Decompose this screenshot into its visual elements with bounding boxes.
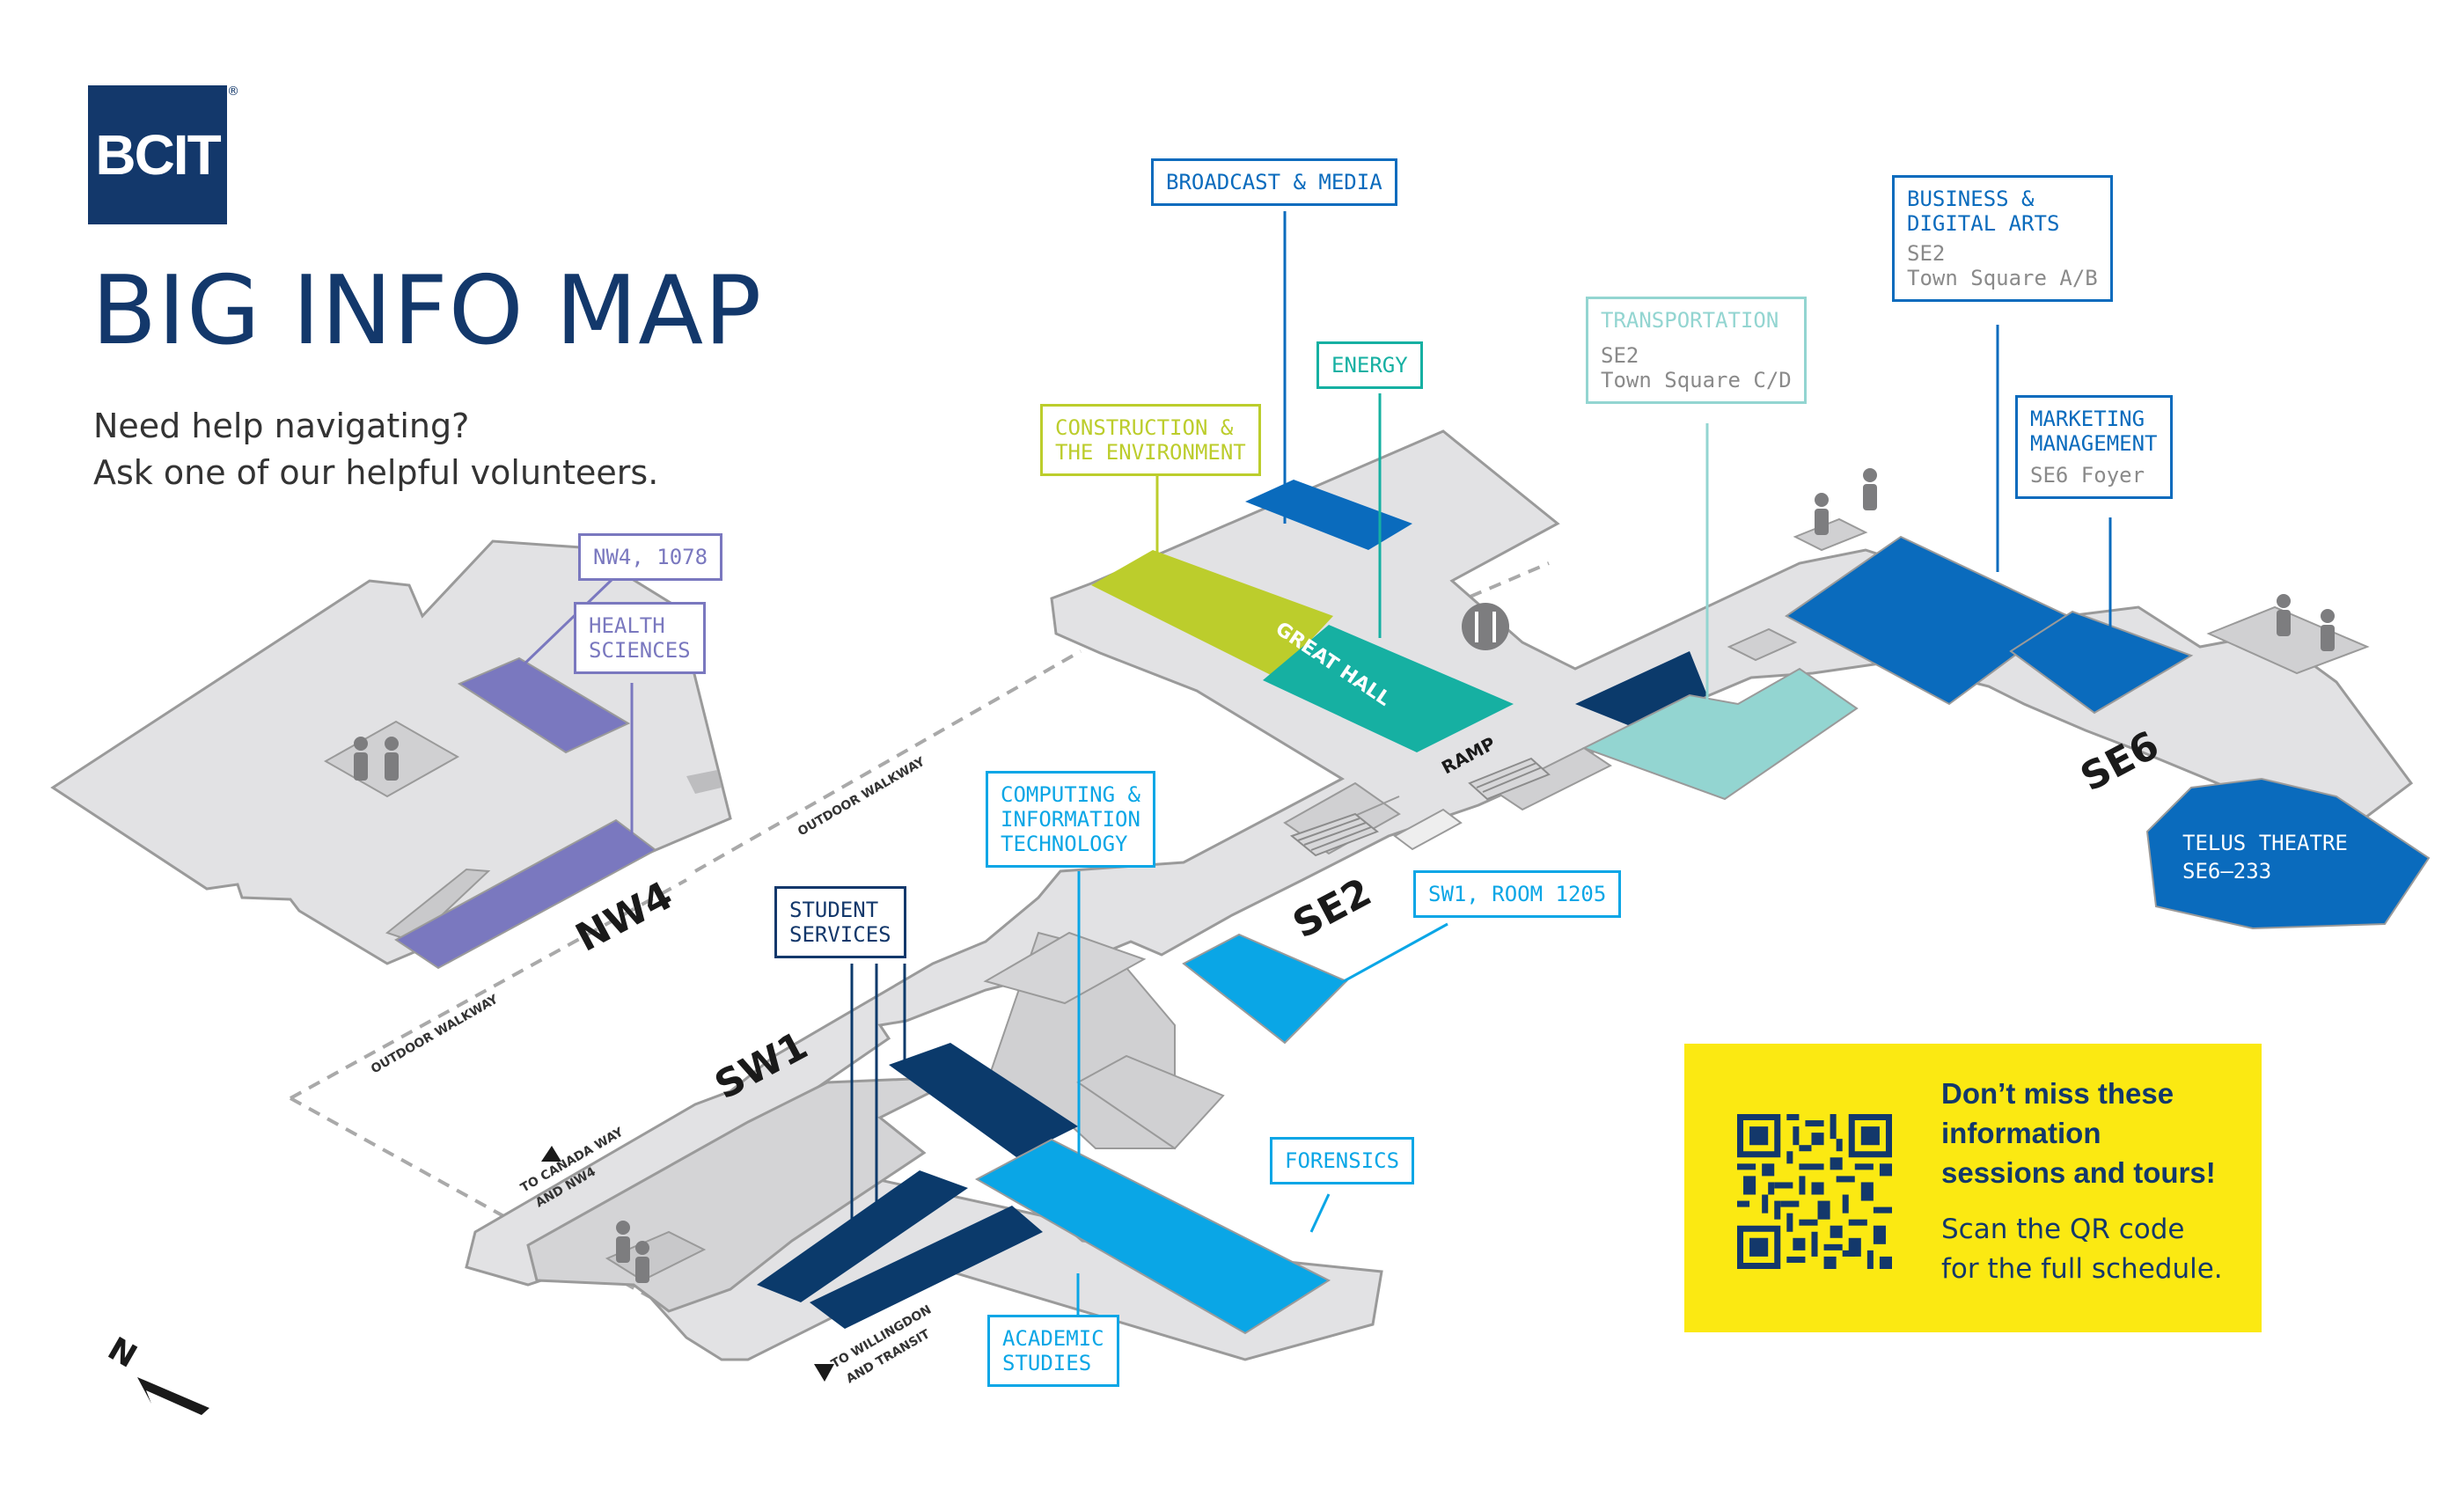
business-line-1: BUSINESS & — [1907, 187, 2035, 211]
promo-heading-line-3: sessions and tours! — [1941, 1156, 2216, 1189]
nw4-1078-room — [457, 656, 631, 754]
dining-icon — [1462, 603, 1509, 650]
sw1-people-icon — [616, 1221, 649, 1283]
health-line-2: SCIENCES — [589, 638, 691, 663]
construction-line-1: CONSTRUCTION & — [1055, 415, 1234, 440]
broadcast-media-text: BROADCAST & MEDIA — [1166, 170, 1382, 194]
student-services-area-1 — [889, 1043, 1078, 1157]
marketing-line-2: MANAGEMENT — [2030, 431, 2158, 456]
energy-area — [1263, 625, 1514, 752]
arrow-up-icon — [541, 1146, 561, 1162]
energy-text: ENERGY — [1331, 353, 1408, 378]
label-academic-studies[interactable]: ACADEMIC STUDIES — [987, 1315, 1119, 1387]
business-room: Town Square A/B — [1907, 266, 2098, 290]
north-label: N — [102, 1331, 143, 1375]
broadcast-media-area — [1245, 480, 1412, 550]
people-icons — [354, 468, 2335, 1283]
arrow-down-icon — [814, 1364, 834, 1382]
academic-line-1: ACADEMIC — [1002, 1326, 1104, 1351]
subtitle-line-2: Ask one of our helpful volunteers. — [93, 453, 659, 492]
label-computing-it[interactable]: COMPUTING & INFORMATION TECHNOLOGY — [986, 771, 1155, 868]
telus-line-2: SE6–233 — [2182, 859, 2272, 884]
promo-heading-line-2: information — [1941, 1117, 2101, 1149]
health-line-1: HEALTH — [589, 613, 665, 638]
computing-line-2: INFORMATION — [1001, 807, 1140, 832]
telus-theatre-area — [2145, 777, 2431, 930]
label-broadcast-media[interactable]: BROADCAST & MEDIA — [1151, 158, 1397, 206]
business-line-2: DIGITAL ARTS — [1907, 211, 2060, 236]
sw1-room-1205-area — [1182, 933, 1348, 1045]
north-arrow-icon — [137, 1377, 209, 1415]
promo-text-line-1: Scan the QR code — [1941, 1214, 2185, 1245]
label-transportation[interactable]: TRANSPORTATION SE2 Town Square C/D — [1586, 297, 1807, 404]
label-nw4-1078[interactable]: NW4, 1078 — [578, 533, 723, 581]
promo-heading: Don’t miss these information sessions an… — [1941, 1074, 2240, 1192]
computing-line-1: COMPUTING & — [1001, 782, 1140, 807]
marketing-location: SE6 Foyer — [2030, 463, 2145, 488]
leader-lines — [517, 211, 2112, 1320]
student-services-area-3 — [810, 1206, 1043, 1329]
construction-area — [1091, 550, 1333, 678]
outdoor-walkway-label-2: OUTDOOR WALKWAY — [369, 992, 502, 1076]
se6-people-icon — [2277, 594, 2335, 651]
subtitle-line-1: Need help navigating? — [93, 407, 470, 445]
stairs — [1289, 757, 1551, 857]
label-energy[interactable]: ENERGY — [1316, 341, 1423, 389]
label-telus-theatre[interactable]: TELUS THEATRE SE6–233 — [2182, 829, 2348, 885]
transportation-area — [1581, 667, 1859, 801]
nw4-room-text: NW4, 1078 — [593, 545, 708, 569]
bcit-logo: BCIT — [88, 85, 227, 224]
telus-line-1: TELUS THEATRE — [2182, 831, 2348, 855]
student-services-area-2 — [757, 1170, 968, 1302]
transportation-room: Town Square C/D — [1601, 368, 1792, 392]
label-student-services[interactable]: STUDENT SERVICES — [774, 886, 906, 958]
logo-text: BCIT — [95, 123, 221, 187]
student-line-2: SERVICES — [789, 922, 891, 947]
forensics-area — [974, 1138, 1331, 1335]
transportation-title: TRANSPORTATION — [1601, 308, 1779, 333]
promo-text: Scan the QR code for the full schedule. — [1941, 1210, 2240, 1289]
label-forensics[interactable]: FORENSICS — [1270, 1137, 1415, 1184]
sw1-room-text: SW1, ROOM 1205 — [1428, 882, 1607, 906]
health-sciences-area — [394, 818, 657, 970]
marketing-line-1: MARKETING — [2030, 407, 2145, 431]
label-health-sciences[interactable]: HEALTH SCIENCES — [574, 602, 706, 674]
computing-line-3: TECHNOLOGY — [1001, 832, 1128, 856]
transportation-building: SE2 — [1601, 343, 1639, 368]
building-sw1 — [526, 1076, 955, 1313]
label-construction[interactable]: CONSTRUCTION & THE ENVIRONMENT — [1040, 404, 1261, 476]
label-sw1-room-1205[interactable]: SW1, ROOM 1205 — [1413, 870, 1622, 918]
label-business-digital-arts[interactable]: BUSINESS & DIGITAL ARTS SE2 Town Square … — [1892, 175, 2113, 302]
student-line-1: STUDENT — [789, 898, 879, 922]
page-title: BIG INFO MAP — [92, 256, 763, 366]
construction-line-2: THE ENVIRONMENT — [1055, 440, 1246, 465]
nw4-block — [686, 770, 722, 794]
qr-code[interactable] — [1737, 1114, 1892, 1269]
nw4-people-icon — [354, 737, 399, 781]
marketing-management-area — [2009, 610, 2194, 715]
business-building: SE2 — [1907, 241, 1946, 266]
label-marketing-management[interactable]: MARKETING MANAGEMENT SE6 Foyer — [2015, 395, 2173, 499]
promo-heading-line-1: Don’t miss these — [1941, 1077, 2174, 1110]
promo-text-line-2: for the full schedule. — [1941, 1253, 2223, 1285]
se2-people-icon — [1815, 468, 1877, 535]
forensics-text: FORENSICS — [1285, 1148, 1400, 1173]
outdoor-walkway-label-1: OUTDOOR WALKWAY — [796, 754, 928, 839]
academic-line-2: STUDIES — [1002, 1351, 1092, 1375]
registered-mark: ® — [227, 84, 239, 99]
